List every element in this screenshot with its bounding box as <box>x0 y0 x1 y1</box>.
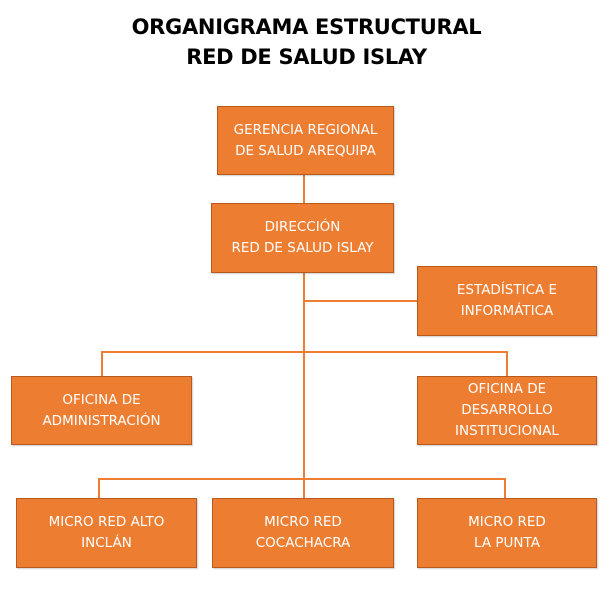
node-micro-red-alto-inclan: MICRO RED ALTO INCLÁN <box>16 498 197 568</box>
connector-to-micro-alto-inclan <box>98 478 100 498</box>
node-label-line: RED DE SALUD ISLAY <box>231 240 374 256</box>
node-label-line: ADMINISTRACIÓN <box>42 412 161 429</box>
node-micro-red-la-punta: MICRO RED LA PUNTA <box>417 498 597 568</box>
node-label-line: INSTITUCIONAL <box>455 423 559 439</box>
node-label-line: DE SALUD AREQUIPA <box>235 142 376 159</box>
node-micro-red-cocachacra: MICRO RED COCACHACRA <box>212 498 394 568</box>
node-label-line: DIRECCIÓN <box>264 219 341 235</box>
node-oficina-administracion: OFICINA DE ADMINISTRACIÓN <box>11 376 192 445</box>
node-label-line: LA PUNTA <box>474 535 540 551</box>
node-estadistica-informatica: ESTADÍSTICA E INFORMÁTICA <box>417 266 597 336</box>
connector-offices-bus <box>101 351 508 353</box>
connector-to-micro-la-punta <box>504 478 506 498</box>
connector-to-estadistica <box>303 300 417 302</box>
node-gerencia-regional: GERENCIA REGIONAL DE SALUD AREQUIPA <box>217 106 394 175</box>
node-label-line: MICRO RED <box>264 514 342 530</box>
connector-micro-red-bus <box>98 478 506 480</box>
chart-title-line-2: RED DE SALUD ISLAY <box>186 45 427 69</box>
node-label-line: ESTADÍSTICA E <box>456 282 558 298</box>
node-label-line: INFORMÁTICA <box>460 303 554 319</box>
node-label-line: COCACHACRA <box>255 535 351 551</box>
node-label-line: MICRO RED ALTO <box>48 514 165 530</box>
connector-gerencia-direccion <box>303 174 305 204</box>
node-direccion: DIRECCIÓN RED DE SALUD ISLAY <box>211 203 394 273</box>
connector-to-administracion <box>101 351 103 376</box>
node-label-line: INCLÁN <box>81 535 132 551</box>
node-label-line: OFICINA DE <box>467 381 547 397</box>
chart-title-line-1: ORGANIGRAMA ESTRUCTURAL <box>131 15 482 39</box>
connector-to-desarrollo <box>506 351 508 376</box>
node-label-line: GERENCIA REGIONAL <box>233 121 378 138</box>
node-label-line: MICRO RED <box>468 514 546 530</box>
node-label-line: DESARROLLO <box>461 402 553 418</box>
connector-main-trunk <box>303 272 305 499</box>
node-label-line: OFICINA DE <box>62 391 141 408</box>
node-oficina-desarrollo-institucional: OFICINA DE DESARROLLO INSTITUCIONAL <box>417 376 597 445</box>
